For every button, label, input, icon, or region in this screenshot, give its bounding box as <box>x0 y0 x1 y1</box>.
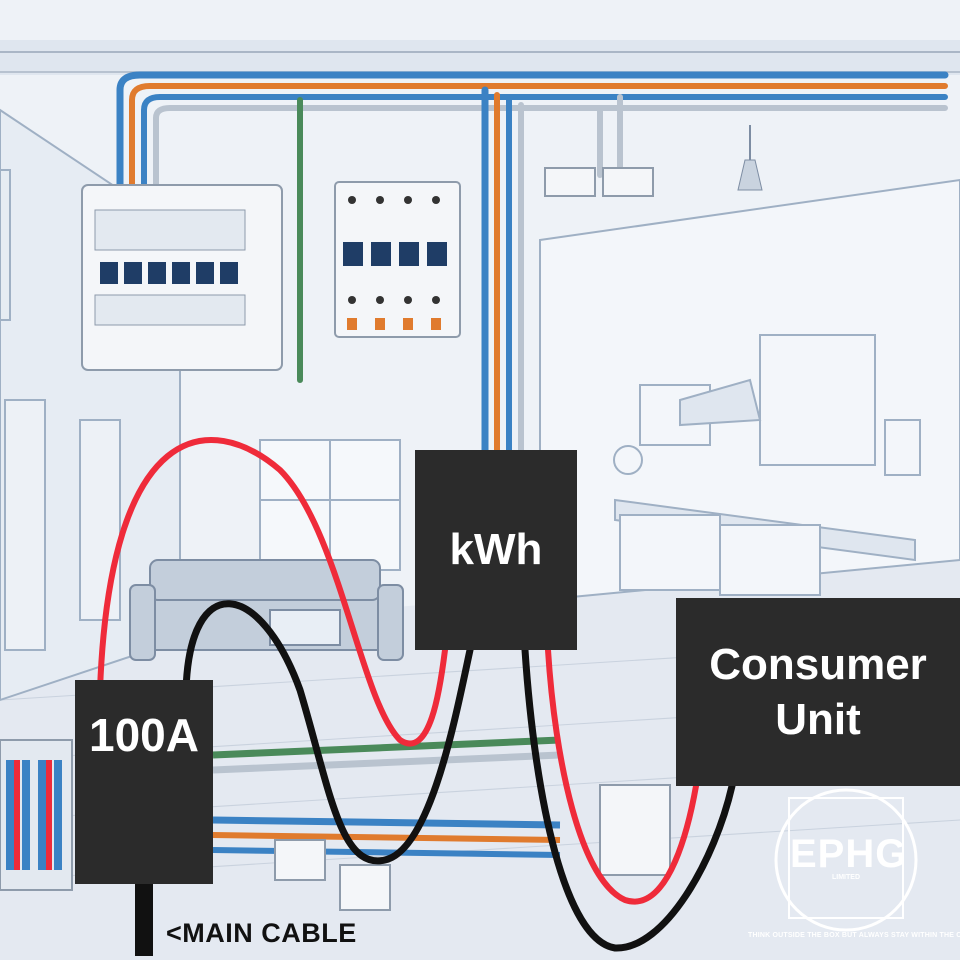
logo-subtext: LIMITED <box>832 874 860 881</box>
main-fuse-box: 100A <box>75 680 213 884</box>
neutral-wire-main-to-meter <box>182 600 474 865</box>
live-wire-meter-to-cu <box>545 647 699 905</box>
main-cable-label: <MAIN CABLE <box>166 918 357 948</box>
meter-board-icon <box>334 181 461 338</box>
consumer-unit-box: Consumer Unit <box>676 598 960 786</box>
neutral-wire-meter-to-cu <box>521 646 736 952</box>
kwh-meter-label: kWh <box>449 525 543 574</box>
main-cable-indicator <box>135 884 153 956</box>
sofa-icon <box>129 559 404 661</box>
floor-conduits <box>212 736 561 858</box>
ceiling-conduits <box>116 71 949 454</box>
kitchen-icon <box>539 178 960 602</box>
wiring <box>97 437 736 952</box>
consumer-unit-label-line2: Unit <box>775 695 861 744</box>
live-wire-main-to-meter <box>97 437 448 747</box>
logo-tagline: THINK OUTSIDE THE BOX BUT ALWAYS STAY WI… <box>748 932 960 939</box>
breaker-panel-icon <box>81 184 283 371</box>
junction-box-icon <box>274 167 671 911</box>
logo-text: EPHG <box>790 832 908 876</box>
kwh-meter-box: kWh <box>415 450 577 650</box>
window-icon <box>259 439 401 571</box>
floor-board-icon <box>0 739 73 891</box>
consumer-unit-label-line1: Consumer <box>709 640 927 689</box>
main-fuse-label: 100A <box>89 709 199 761</box>
